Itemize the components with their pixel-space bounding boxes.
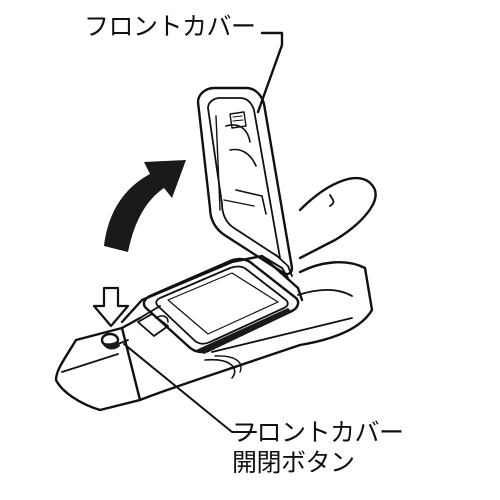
rotation-arrow-icon [104, 160, 186, 252]
front-cover-leader-line [256, 31, 284, 114]
nozzle [54, 326, 142, 412]
release-button-shade [102, 340, 120, 350]
filter-tray-inner [155, 265, 289, 345]
release-button-label-line2: 開閉ボタン [232, 448, 355, 477]
press-down-arrow-icon [92, 286, 130, 328]
front-cover [196, 86, 294, 276]
release-button-label-line1: フロントカバー [232, 418, 404, 447]
housing-top-edge [120, 254, 304, 324]
filter-tray-outer [142, 257, 300, 354]
release-button-label: フロントカバー 開閉ボタン [232, 418, 404, 478]
release-button-leader-line [123, 343, 257, 433]
front-cover-inner-rim [207, 97, 281, 259]
vacuum-body-lower [138, 261, 374, 402]
front-cover-label: フロントカバー [84, 12, 256, 41]
tray-latch [137, 313, 169, 337]
vacuum-body-outline [298, 176, 377, 260]
